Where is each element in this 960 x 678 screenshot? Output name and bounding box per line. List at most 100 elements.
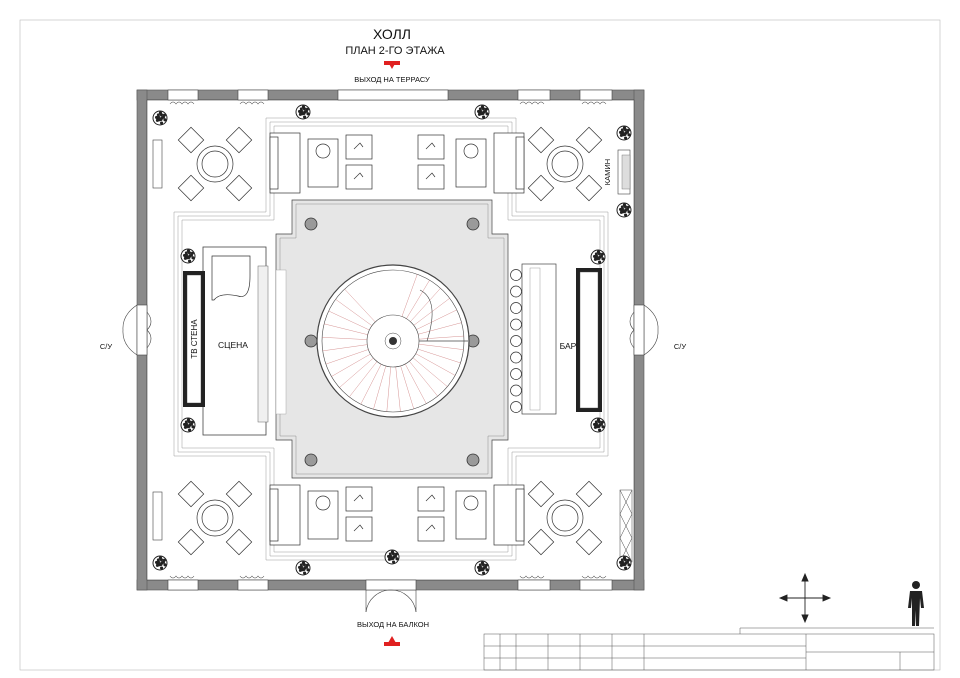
chair-decor [353, 524, 364, 532]
balcony-arrow-icon [388, 636, 396, 643]
armchair [417, 486, 445, 512]
stair-tread [395, 366, 401, 412]
round-tables [177, 126, 603, 556]
bar-stool [510, 401, 522, 413]
stage-area [202, 246, 287, 436]
terrace-arrow-bar [384, 61, 400, 65]
armchair [345, 516, 373, 542]
balcony-exit-label: ВЫХОД НА БАЛКОН [357, 620, 429, 629]
wc-left-label: С/У [100, 342, 113, 351]
potted-plant-icon [616, 125, 632, 141]
wc-right-label: С/У [674, 342, 687, 351]
potted-plant-icon [152, 555, 168, 571]
stair-tread [417, 348, 461, 364]
tv-wall-label: ТВ СТЕНА [190, 319, 199, 359]
stair-tread [413, 298, 450, 326]
wall-niche [152, 491, 163, 541]
stair-tread [418, 343, 464, 350]
potted-plant-icon [152, 110, 168, 126]
bar-stool [510, 318, 522, 331]
chair [527, 528, 555, 556]
stair-tread [400, 365, 414, 409]
potted-plant-icon [590, 417, 606, 433]
stair-tread [335, 299, 373, 326]
table-decor [315, 143, 331, 159]
stair-tread [418, 322, 462, 335]
chair-decor [353, 142, 364, 150]
stair-tread [405, 363, 427, 404]
armchair [345, 134, 373, 160]
wall-niche [152, 139, 163, 189]
table-inner [201, 504, 229, 532]
chair [225, 174, 253, 202]
plan-title: ХОЛЛ [373, 26, 411, 42]
title-block [483, 627, 935, 671]
sofa-back [269, 488, 279, 542]
chair [177, 126, 205, 154]
stair-tread [331, 353, 371, 377]
table-inner [551, 504, 579, 532]
round-table-set [527, 480, 603, 556]
bar-stool [510, 269, 522, 281]
bar-stool [510, 285, 522, 298]
sheet-frame [19, 19, 941, 671]
table-decor [463, 143, 479, 159]
stair-tread [373, 365, 387, 410]
armchair [417, 134, 445, 160]
human-figure-icon [908, 581, 924, 626]
bar-stool [510, 335, 522, 347]
armchair [345, 486, 373, 512]
armchair [417, 164, 445, 190]
table-decor [463, 495, 479, 511]
table-inner [201, 150, 229, 178]
stair-tread [324, 323, 368, 335]
bar-stool [510, 302, 522, 314]
chair [527, 126, 555, 154]
sofa-back [515, 136, 525, 190]
bar-label: БАР [560, 341, 577, 351]
potted-plant-icon [616, 555, 632, 571]
terrace-exit-label: ВЫХОД НА ТЕРРАСУ [354, 75, 430, 84]
stair-tread [322, 344, 368, 352]
curtains [169, 101, 607, 579]
spiral-staircase-icon [316, 264, 470, 418]
potted-plant-icon [474, 560, 490, 576]
stair-tread [322, 337, 368, 340]
potted-plant-icon [616, 202, 632, 218]
armchair [417, 516, 445, 542]
chair-decor [353, 172, 364, 180]
stair-tread [418, 335, 464, 340]
right-door [629, 304, 659, 356]
round-table-set [527, 126, 603, 202]
chair [225, 480, 253, 508]
chair-decor [425, 142, 436, 150]
sofa-back [269, 136, 279, 190]
potted-plant-icon [152, 104, 632, 576]
chair-decor [425, 524, 436, 532]
bar-stool [510, 368, 522, 380]
potted-plant-icon [180, 248, 196, 264]
chair [527, 480, 555, 508]
potted-plant-icon [295, 104, 311, 120]
potted-plant-icon [295, 560, 311, 576]
bar-area [510, 263, 602, 415]
bar-stool [510, 351, 522, 364]
stage-label: СЦЕНА [218, 340, 248, 350]
windows [136, 89, 645, 591]
stair-tread [416, 309, 457, 330]
stair-tread [409, 361, 438, 397]
stair-tread [344, 288, 376, 323]
chair [177, 174, 205, 202]
chair [225, 126, 253, 154]
potted-plant-icon [384, 549, 400, 565]
fireplace-label: КАМИН [603, 159, 612, 185]
chair-decor [353, 494, 364, 502]
potted-plant-icon [474, 104, 490, 120]
potted-plant-icon [180, 417, 196, 433]
armchair [345, 164, 373, 190]
round-table-set [177, 480, 253, 556]
chair-decor [425, 494, 436, 502]
stair-tread [412, 357, 448, 387]
columns [304, 217, 480, 467]
